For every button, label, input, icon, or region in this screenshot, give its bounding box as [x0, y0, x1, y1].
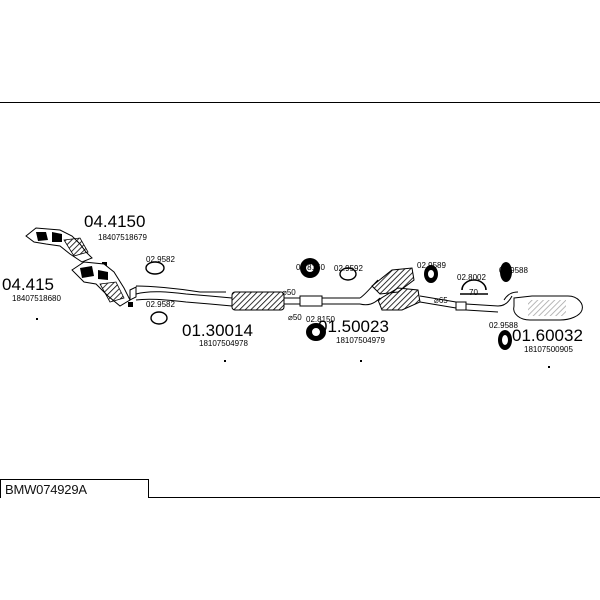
fitting-label: 02.9588: [489, 321, 518, 330]
marker-dot: [36, 318, 550, 368]
part-number: 01.50023: [318, 317, 389, 336]
fitting-label: 02.9588: [499, 266, 528, 275]
fitting-label: 02.8002: [457, 273, 486, 282]
oem-number: 18407518680: [12, 294, 61, 303]
document-id-box: BMW074929A: [0, 479, 149, 498]
fitting-label: 02.9592: [334, 264, 363, 273]
exhaust-manifold-icon[interactable]: [71, 261, 133, 307]
fitting-label: 02.8150: [296, 263, 325, 272]
clamp-size-label: 70: [469, 288, 478, 297]
oem-number: 18407518679: [98, 233, 147, 242]
diameter-label: ⌀50: [282, 288, 296, 297]
fitting-label: 02.9582: [146, 300, 175, 309]
gasket-icon[interactable]: [145, 261, 168, 325]
part-number: 04.415: [2, 275, 54, 294]
part-number: 04.4150: [84, 212, 145, 231]
silencer-icon[interactable]: [465, 291, 583, 321]
fitting-label: 02.8150: [306, 315, 335, 324]
fitting-label: 02.9589: [417, 261, 446, 270]
diameter-label: ⌀50: [288, 313, 302, 322]
oem-number: 18107504979: [336, 336, 385, 345]
diameter-label: ⌀65: [434, 296, 448, 305]
exhaust-manifold-icon[interactable]: [25, 227, 107, 267]
document-code: BMW074929A: [5, 482, 87, 497]
part-number: 01.60032: [512, 326, 583, 345]
rubber-mount-icon[interactable]: [300, 258, 512, 350]
diagram-frame: [0, 102, 600, 498]
clamp-icon[interactable]: [460, 279, 488, 295]
fitting-label: 02.9582: [146, 255, 175, 264]
part-number: 01.30014: [182, 321, 253, 340]
silencer-icon[interactable]: [299, 267, 467, 311]
oem-number: 18107504978: [199, 339, 248, 348]
oem-number: 18107500905: [524, 345, 573, 354]
front-pipe-icon[interactable]: [129, 285, 300, 311]
